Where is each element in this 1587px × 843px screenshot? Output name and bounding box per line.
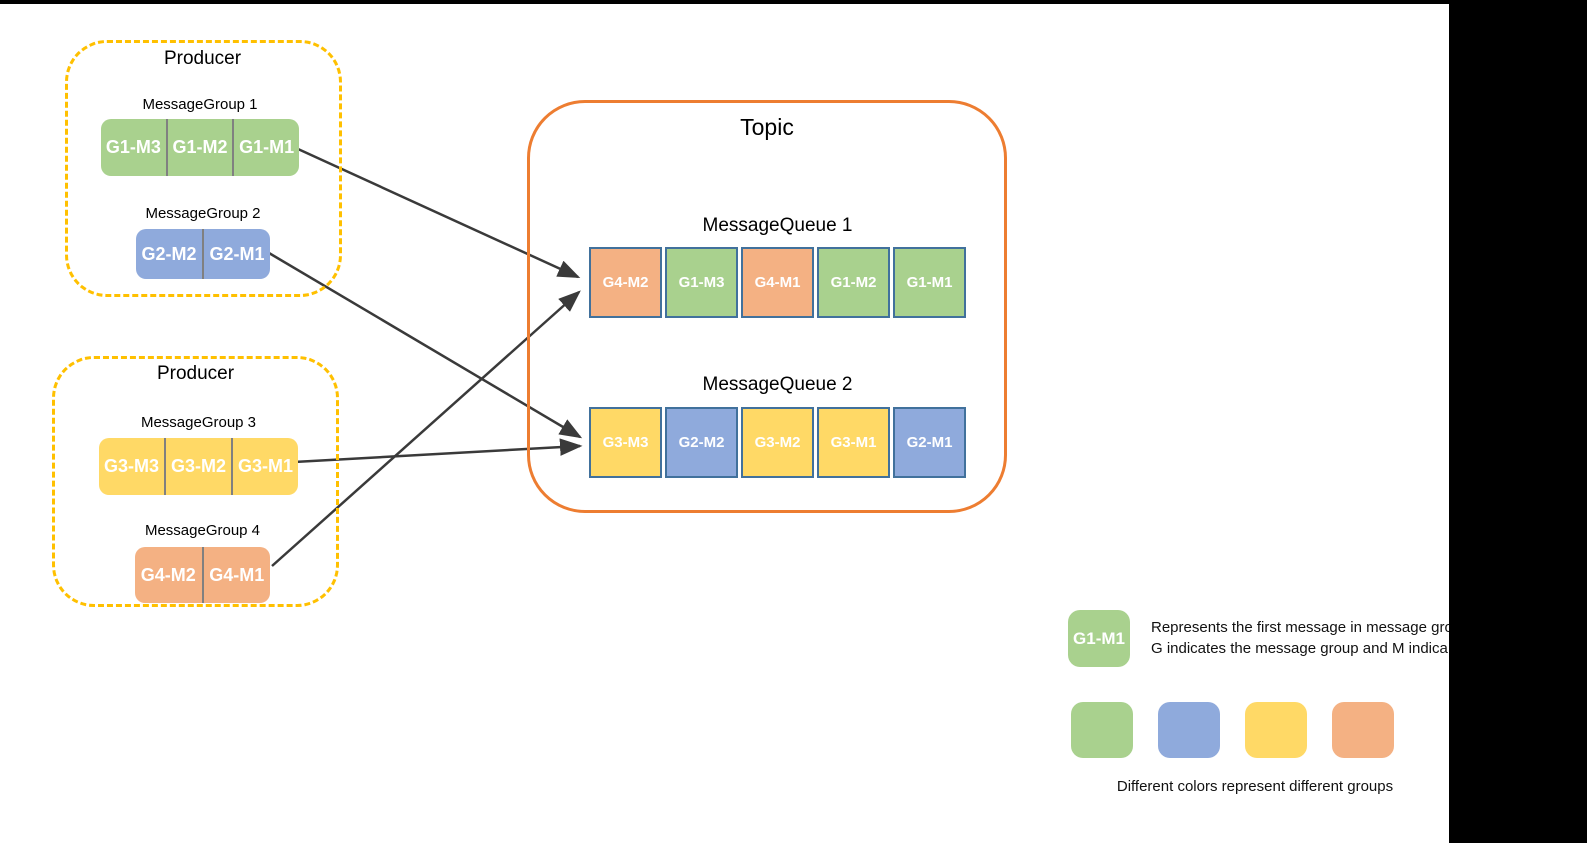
messagegroup-4-strip: G4-M2 G4-M1 [135, 547, 270, 603]
black-top-strip [0, 0, 1587, 4]
message-g1-m1: G1-M1 [232, 119, 299, 176]
topic-title: Topic [740, 114, 794, 140]
legend-sample-box: G1-M1 [1068, 610, 1130, 667]
messagegroup-4-label: MessageGroup 4 [144, 522, 261, 539]
queue1-cell-g1-m2: G1-M2 [817, 247, 890, 318]
messagequeue-1-label: MessageQueue 1 [702, 215, 853, 236]
producer-1-box [65, 40, 342, 297]
legend-description: Represents the first message in message … [1151, 617, 1453, 659]
messagegroup-3-strip: G3-M3 G3-M2 G3-M1 [99, 438, 298, 495]
swatch-yellow [1245, 702, 1307, 758]
queue1-cell-g4-m1: G4-M1 [741, 247, 814, 318]
message-g3-m2: G3-M2 [164, 438, 231, 495]
queue2-cell-g3-m3: G3-M3 [589, 407, 662, 478]
messagegroup-2-strip: G2-M2 G2-M1 [136, 229, 270, 279]
message-g3-m3: G3-M3 [103, 456, 159, 476]
queue1-cell-g1-m1: G1-M1 [893, 247, 966, 318]
message-g2-m2: G2-M2 [141, 243, 197, 264]
legend-description-line2: G indicates the message group and M indi… [1151, 640, 1448, 657]
queue1-cell-g1-m3: G1-M3 [665, 247, 738, 318]
message-g1-m2: G1-M2 [165, 119, 233, 176]
messagequeue-1-row: G4-M2 G1-M3 G4-M1 G1-M2 G1-M1 [589, 247, 966, 318]
topic-box [527, 100, 1007, 513]
message-g2-m1: G2-M1 [202, 229, 270, 279]
swatch-orange [1332, 702, 1394, 758]
messagequeue-2-row: G3-M3 G2-M2 G3-M2 G3-M1 G2-M1 [589, 407, 966, 478]
message-g3-m1: G3-M1 [231, 438, 298, 495]
messagequeue-2-label: MessageQueue 2 [702, 374, 853, 395]
swatch-green [1071, 702, 1133, 758]
producer-2-box [52, 356, 339, 607]
black-right-bar [1449, 0, 1587, 843]
messagegroup-1-label: MessageGroup 1 [142, 96, 258, 113]
legend-caption: Different colors represent different gro… [1116, 778, 1394, 795]
queue2-cell-g2-m1: G2-M1 [893, 407, 966, 478]
message-g4-m2: G4-M2 [140, 564, 196, 585]
queue2-cell-g2-m2: G2-M2 [665, 407, 738, 478]
queue2-cell-g3-m1: G3-M1 [817, 407, 890, 478]
swatch-blue [1158, 702, 1220, 758]
messagegroup-1-strip: G1-M3 G1-M2 G1-M1 [101, 119, 299, 176]
producer-2-title: Producer [156, 363, 235, 384]
queue1-cell-g4-m2: G4-M2 [589, 247, 662, 318]
producer-1-title: Producer [163, 48, 242, 69]
messagegroup-2-label: MessageGroup 2 [145, 205, 261, 222]
message-g1-m3: G1-M3 [105, 137, 161, 157]
legend-description-line1: Represents the first message in message … [1151, 619, 1453, 636]
messagegroup-3-label: MessageGroup 3 [140, 414, 257, 431]
queue2-cell-g3-m2: G3-M2 [741, 407, 814, 478]
message-g4-m1: G4-M1 [201, 547, 271, 603]
